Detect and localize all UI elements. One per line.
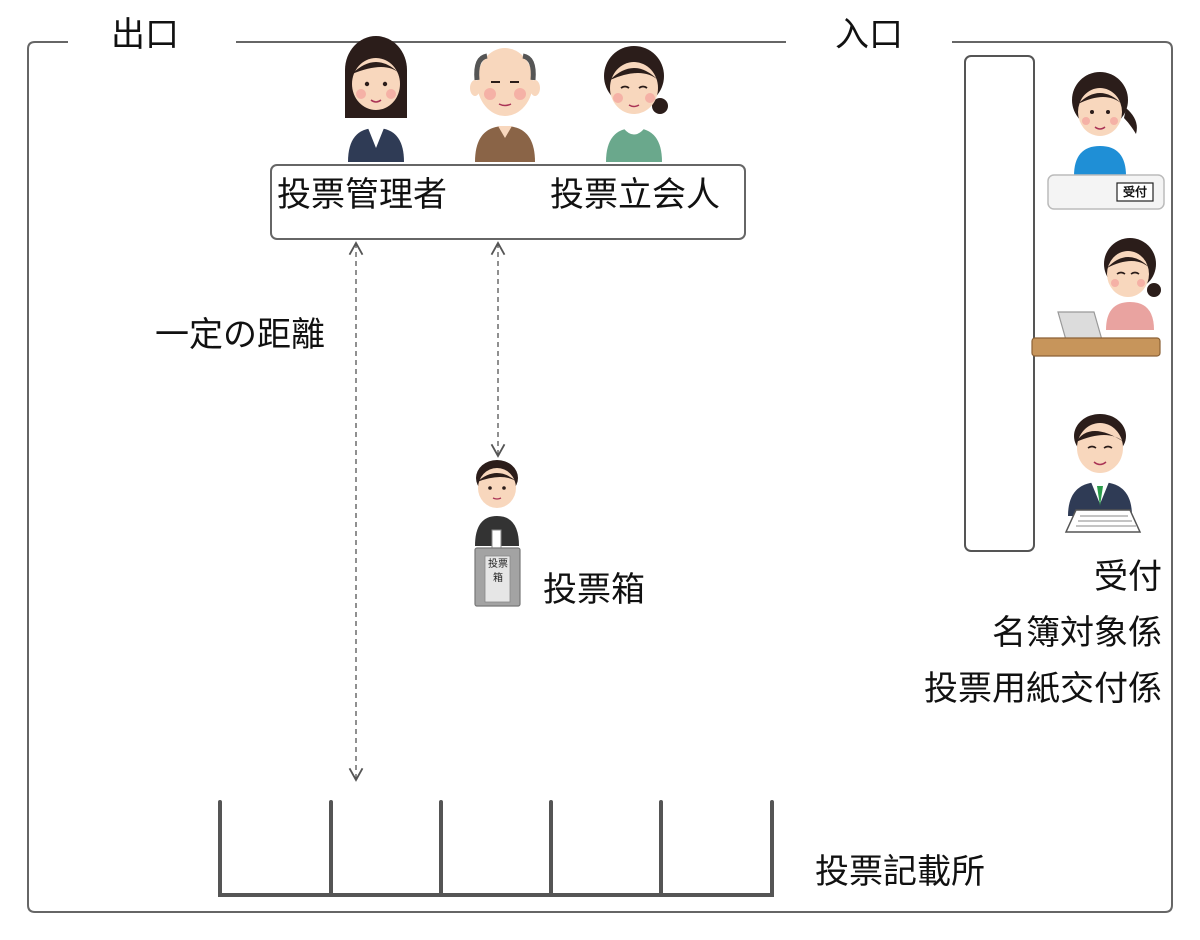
reception-staff-icon [1072, 72, 1137, 176]
voting-booths [218, 800, 774, 897]
ballot-box-sign: 投票箱 [488, 559, 508, 584]
role-ballot-paper: 投票用紙交付係 [924, 669, 1162, 709]
officials-table [270, 164, 746, 240]
room-wall-left [27, 41, 1173, 913]
official-woman-icon [345, 36, 407, 162]
ballot-box-label-plate [484, 555, 511, 603]
distance-label: 一定の距離 [155, 315, 325, 355]
register-staff-icon [1104, 238, 1161, 330]
official-older-woman-icon [604, 46, 668, 162]
exit-label: 出口 [111, 15, 179, 55]
ballot-paper-staff-icon [1068, 414, 1132, 516]
role-reception: 受付 [1094, 557, 1162, 597]
entrance-label: 入口 [835, 15, 903, 55]
reception-desk-sign: 受付 [1122, 185, 1147, 199]
official-old-man-icon [470, 48, 540, 162]
reception-counter [964, 55, 1035, 552]
booths-label: 投票記載所 [815, 852, 985, 892]
paper-lines [1076, 515, 1136, 527]
register-desk-icon [1031, 337, 1161, 357]
laptop-icon [1057, 311, 1103, 341]
voter-icon [475, 460, 519, 546]
witness-label: 投票立会人 [550, 175, 720, 215]
reception-sign-plate [1116, 182, 1154, 202]
manager-label: 投票管理者 [277, 175, 447, 215]
ballot-box-label: 投票箱 [543, 570, 645, 610]
role-register: 名簿対象係 [992, 613, 1162, 653]
